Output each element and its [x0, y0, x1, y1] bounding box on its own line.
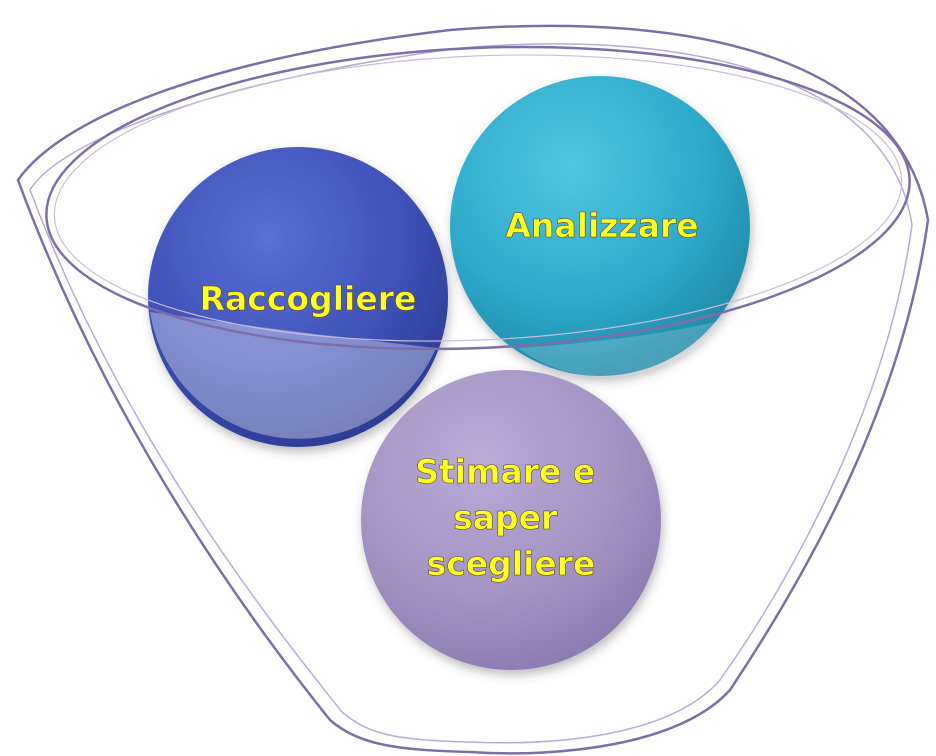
- circle-stimare: [361, 370, 661, 670]
- circle-analizzare: [450, 76, 750, 376]
- funnel-rim-outer: [45, 45, 911, 351]
- circle-raccogliere: [148, 147, 448, 447]
- funnel-rim-inner: [53, 54, 903, 342]
- label-stimare-line-2: saper: [453, 498, 558, 537]
- circle-analizzare-lower-tint: [518, 320, 724, 377]
- circle-raccogliere-shape: [148, 147, 448, 447]
- label-stimare-line-1: Stimare e: [415, 452, 595, 491]
- funnel-rim: [45, 45, 911, 351]
- funnel-outer-shell: [16, 24, 930, 755]
- label-stimare-line-3: scegliere: [427, 544, 596, 583]
- circle-raccogliere-lower-tint: [150, 312, 436, 439]
- label-raccogliere: Raccogliere: [200, 279, 417, 318]
- label-analizzare-line-1: Analizzare: [505, 206, 698, 245]
- label-analizzare: Analizzare: [505, 206, 698, 245]
- circle-analizzare-shape: [450, 76, 750, 376]
- label-raccogliere-line-1: Raccogliere: [200, 279, 417, 318]
- circle-stimare-shape: [361, 370, 661, 670]
- label-stimare: Stimare e saper scegliere: [415, 452, 607, 583]
